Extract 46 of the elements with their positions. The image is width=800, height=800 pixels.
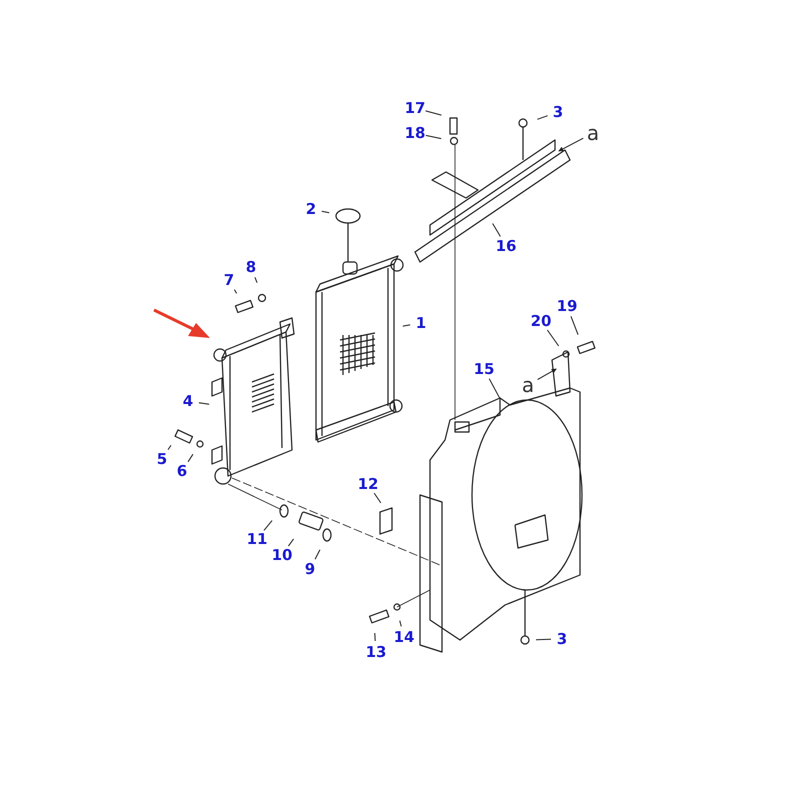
leader-line: [198, 402, 210, 405]
callout-number: 17: [404, 100, 426, 116]
callout-number: 2: [306, 201, 316, 217]
callout-number: 19: [556, 298, 578, 314]
callout-number: 15: [474, 361, 494, 377]
leader-line: [234, 289, 238, 294]
leader-line: [546, 329, 560, 347]
leader-line: [374, 492, 382, 504]
callout-number: 4: [182, 393, 194, 409]
callout-number: 10: [272, 547, 292, 563]
leader-line: [570, 316, 579, 336]
arrow: [537, 368, 557, 380]
leader-line: [374, 632, 376, 642]
callout-number: 11: [246, 531, 268, 547]
callout-number: 16: [496, 238, 516, 254]
leader-line: [321, 210, 330, 214]
callout-number: 7: [224, 272, 234, 288]
leader-line: [188, 454, 194, 462]
reference-letter: a: [522, 375, 534, 395]
leader-line: [402, 324, 411, 327]
callout-number: 12: [358, 476, 378, 492]
leader-line: [288, 538, 294, 547]
callout-number: 1: [416, 315, 426, 331]
leader-line: [314, 549, 320, 560]
callout-number: 14: [394, 629, 414, 645]
callout-number: 18: [404, 125, 426, 141]
leader-line: [254, 276, 258, 284]
callout-number: 8: [246, 259, 256, 275]
callout-number: 9: [304, 561, 316, 577]
callout-number: 20: [530, 313, 552, 329]
callout-number: 3: [556, 631, 568, 647]
callout-number: 13: [366, 644, 386, 660]
leader-line: [425, 110, 442, 116]
leader-line: [492, 222, 501, 238]
reference-letter: a: [586, 123, 600, 143]
leader-line: [168, 444, 172, 450]
leader-line: [488, 378, 500, 399]
leader-line: [536, 638, 552, 640]
callout-number: 5: [156, 451, 168, 467]
callout-number: 3: [552, 104, 564, 120]
leader-line: [263, 520, 273, 531]
leader-line: [425, 134, 442, 140]
arrow: [558, 138, 584, 152]
leader-line: [399, 620, 402, 627]
callout-number: 6: [176, 463, 188, 479]
leader-line: [536, 115, 548, 120]
